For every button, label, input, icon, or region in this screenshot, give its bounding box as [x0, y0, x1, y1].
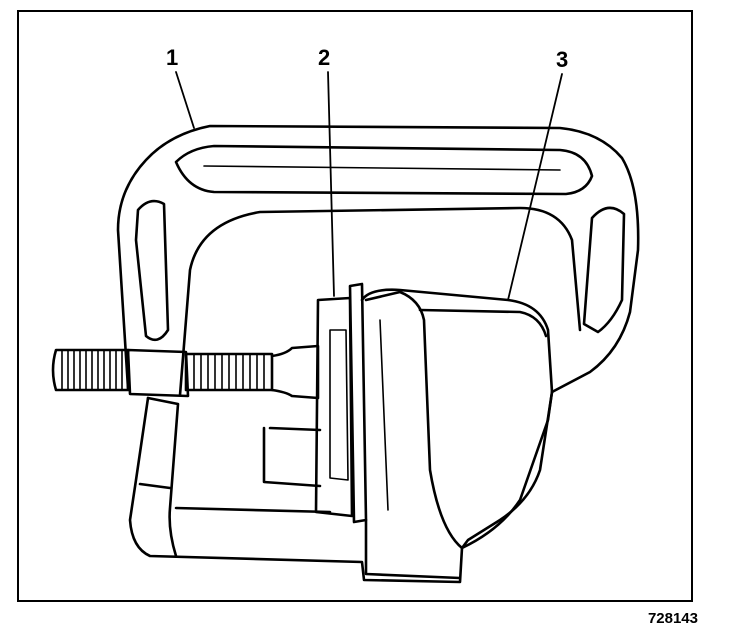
callout-2: 2 — [318, 45, 331, 70]
leader-lines — [175, 71, 563, 301]
figure-id: 728143 — [647, 610, 698, 627]
leader-3 — [507, 73, 563, 301]
caliper-lower-edge — [174, 506, 332, 514]
housing-outline — [360, 288, 554, 550]
plate-inner-ring — [329, 329, 349, 481]
plate-front — [314, 296, 354, 518]
illustration-frame — [17, 10, 693, 602]
callout-3: 3 — [556, 47, 569, 72]
leader-2 — [327, 71, 335, 297]
plate-flange — [348, 282, 368, 524]
housing-top-edge — [418, 308, 548, 338]
clamp-top-ridge — [203, 165, 561, 171]
c-clamp-frame — [116, 124, 640, 398]
caliper-window — [262, 426, 322, 488]
clamp-inner-outline — [178, 206, 582, 397]
clamp-left-arm-recess — [134, 199, 170, 342]
clamp-outer-outline — [116, 124, 640, 394]
clamp-top-recess — [174, 144, 594, 196]
caliper-left-face — [146, 396, 180, 558]
housing-front-face — [364, 290, 464, 550]
housing-ridge — [379, 319, 389, 511]
leader-1 — [175, 71, 195, 129]
caliper-housing — [360, 288, 554, 580]
clamp-left-boss — [126, 348, 190, 398]
screw-threads-left — [61, 349, 123, 391]
callout-1: 1 — [166, 45, 179, 70]
caliper-lower-outline — [128, 390, 554, 584]
housing-bottom-lip — [364, 518, 462, 580]
screw-threads-right — [193, 353, 265, 391]
caliper-step — [138, 482, 172, 490]
caliper-body — [128, 390, 554, 584]
clamp-right-arm-recess — [582, 206, 626, 334]
forcing-screw — [51, 344, 320, 400]
piston-plate — [314, 282, 368, 524]
screw-neck — [270, 344, 320, 400]
